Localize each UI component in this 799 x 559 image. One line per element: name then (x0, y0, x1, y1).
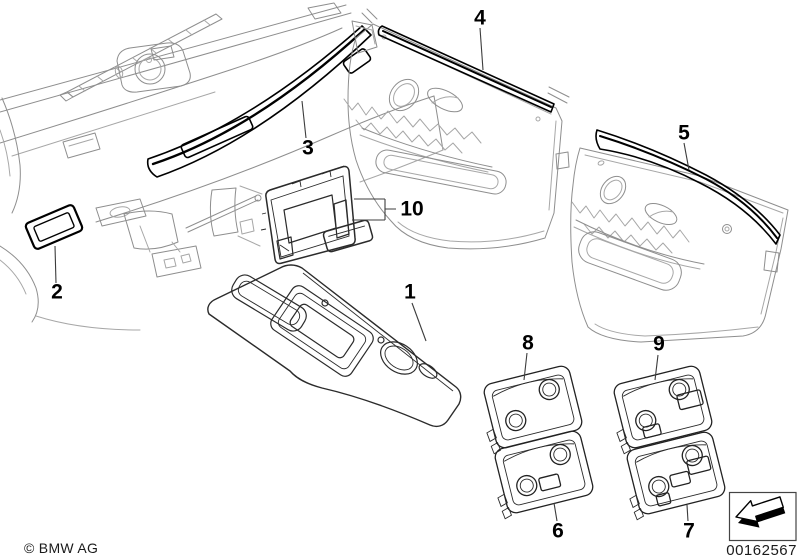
callout-10[interactable]: 10 (400, 197, 424, 221)
callout-7[interactable]: 7 (683, 519, 695, 543)
front-door-panel-drawing (343, 8, 570, 250)
callout-3[interactable]: 3 (302, 136, 314, 160)
callout-4[interactable]: 4 (474, 6, 486, 30)
callout-2[interactable]: 2 (51, 280, 63, 304)
part-8-rear-trim-plate (483, 365, 583, 455)
callout-1[interactable]: 1 (404, 280, 416, 304)
callout-8[interactable]: 8 (522, 331, 534, 355)
direction-arrow-box (728, 491, 797, 542)
part-1-center-console-trim (207, 264, 462, 428)
part-5-rear-door-trim (595, 129, 781, 245)
dashboard-drawing (0, 2, 444, 331)
part-2-left-dash-trim (24, 204, 84, 250)
part-7-rear-trim-plate (626, 431, 726, 521)
part-6-rear-trim-plate (494, 430, 594, 520)
part-10-center-stack-trim (260, 165, 374, 265)
direction-arrow-icon (735, 496, 786, 528)
part-3-dashboard-trim-strip (146, 25, 372, 178)
callout-6[interactable]: 6 (552, 519, 564, 543)
image-number: 00162567 (726, 542, 797, 559)
copyright-text: © BMW AG (24, 540, 99, 556)
callout-5[interactable]: 5 (678, 121, 690, 145)
callout-9[interactable]: 9 (653, 332, 665, 356)
rear-door-panel-drawing (570, 129, 789, 343)
part-4-front-door-trim (377, 25, 555, 113)
part-9-rear-trim-plate (613, 365, 713, 455)
callout-leader-lines (54, 27, 690, 522)
